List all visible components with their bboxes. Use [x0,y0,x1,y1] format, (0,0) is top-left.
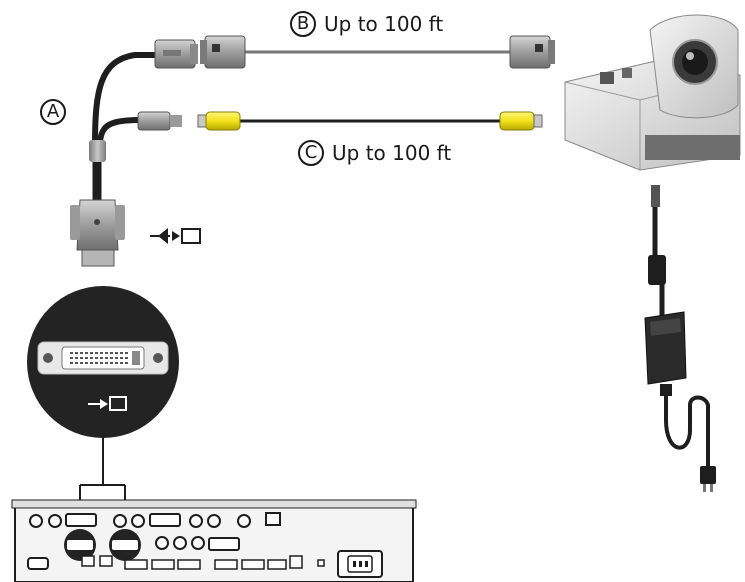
breakout-video-connector [137,111,182,131]
label-c-text: Up to 100 ft [332,141,452,165]
label-a: A [40,99,66,125]
panel-round-jacks [29,514,251,550]
dvi-port-enlarged [37,341,169,375]
label-b-letter: B [290,11,316,37]
breakout-ferrule [89,140,106,162]
power-cord [664,395,710,470]
power-supply [644,185,716,492]
cable-b [200,35,555,69]
ptz-camera [564,14,741,171]
breakout-wire-lower [97,117,141,146]
panel-ethernet-port [265,512,281,526]
cable-c-left-plug [197,111,241,131]
power-plug [700,466,716,484]
panel-dvi-port-3 [208,537,240,551]
highlighted-camera-port-2 [109,529,141,561]
breakout-wire-upper [92,52,160,146]
cable-c [197,111,543,131]
panel-dvi-port-1 [65,513,97,527]
panel-vga-port [27,557,49,570]
camera-port-icon [88,396,127,411]
cable-b-right-connector [509,35,555,69]
label-b: B Up to 100 ft [290,11,443,37]
label-c-letter: C [298,140,324,166]
breakout-cable-a [70,39,198,267]
breakout-camera-connector [154,39,198,69]
label-a-letter: A [40,99,66,125]
label-b-text: Up to 100 ft [324,12,444,36]
cable-c-right-plug [499,111,543,131]
cable-b-left-connector [200,35,246,69]
panel-dvi-port-2 [149,513,181,527]
breakout-dvi-plug [70,199,125,267]
camera-input-icon [150,228,201,244]
camera-dark-band [645,135,740,160]
ferrite-bead [648,255,666,285]
panel-ac-inlet [337,550,383,578]
port-zoom-callout [27,286,179,532]
highlighted-camera-port-1 [64,529,96,561]
label-c: C Up to 100 ft [298,140,451,166]
dc-plug-tip [651,185,660,207]
codec-rear-panel [11,499,417,582]
panel-terminal-blocks [124,559,287,570]
